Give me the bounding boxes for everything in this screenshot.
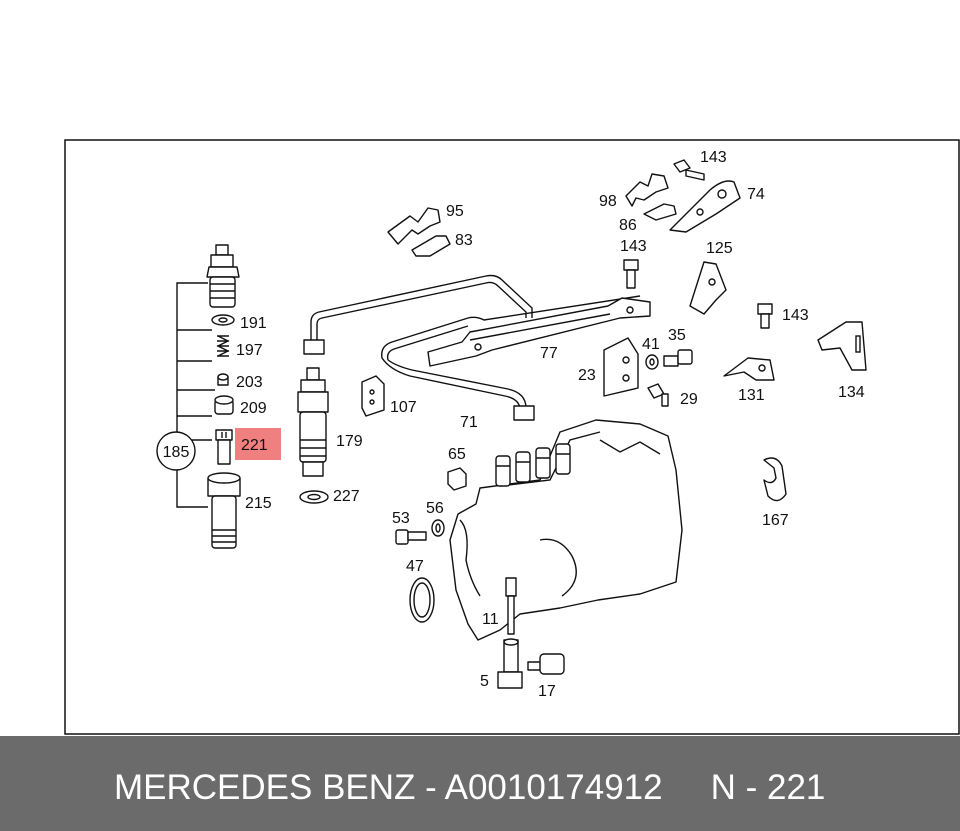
- nut-215-part[interactable]: [207, 472, 241, 549]
- part-label-143b[interactable]: 143: [620, 238, 647, 255]
- block-65-part[interactable]: [447, 467, 467, 491]
- bolt-17-part[interactable]: [527, 653, 565, 675]
- part-label-143a[interactable]: 143: [700, 149, 727, 166]
- part-label-35[interactable]: 35: [668, 327, 686, 344]
- part-label-29[interactable]: 29: [680, 391, 698, 408]
- washer-227-part[interactable]: [299, 490, 329, 504]
- part-label-56[interactable]: 56: [426, 500, 444, 517]
- part-label-65[interactable]: 65: [448, 446, 466, 463]
- part-label-95[interactable]: 95: [446, 203, 464, 220]
- ring-56-part[interactable]: [431, 519, 445, 537]
- part-label-98[interactable]: 98: [599, 193, 617, 210]
- part-label-107[interactable]: 107: [390, 399, 417, 416]
- group-bracket-185: [156, 282, 215, 508]
- nozzle-221-part[interactable]: [215, 429, 233, 465]
- bracket-125-part[interactable]: [689, 261, 727, 315]
- part-label-203[interactable]: 203: [236, 374, 263, 391]
- part-labels: 143 98 74 86 95 83 143 125 191 197 203 209 221 215 77 4…: [236, 149, 865, 700]
- washer-41-part[interactable]: [645, 354, 659, 370]
- clip-107-part[interactable]: [361, 375, 385, 417]
- part-label-11[interactable]: 11: [482, 611, 499, 628]
- bolt-53-part[interactable]: [395, 529, 427, 545]
- fuel-line-part[interactable]: [303, 274, 641, 421]
- part-label-5[interactable]: 5: [480, 673, 489, 690]
- injector-179-part[interactable]: [297, 367, 329, 477]
- part-label-23[interactable]: 23: [578, 367, 596, 384]
- o-ring-47-part[interactable]: [409, 577, 435, 623]
- part-label-221[interactable]: 221: [241, 437, 268, 454]
- bracket-134-part[interactable]: [817, 321, 867, 371]
- spring-197-part[interactable]: [216, 335, 230, 357]
- injection-pump-part[interactable]: [449, 419, 683, 641]
- part-label-143c[interactable]: 143: [782, 307, 809, 324]
- bolt-29-part[interactable]: [647, 383, 669, 407]
- diagram-frame: [64, 139, 960, 735]
- group-label-185: 185: [163, 444, 190, 461]
- part-label-134[interactable]: 134: [838, 384, 865, 401]
- pin-203-part[interactable]: [217, 373, 229, 386]
- lever-5-part[interactable]: [497, 638, 523, 689]
- part-label-215[interactable]: 215: [245, 495, 272, 512]
- footer-caption: MERCEDES BENZ - A0010174912 N - 221: [114, 767, 825, 809]
- part-label-209[interactable]: 209: [240, 400, 267, 417]
- footer-brand-part-number: MERCEDES BENZ - A0010174912: [114, 768, 663, 807]
- footer-bar: [0, 736, 960, 831]
- plate-23-part[interactable]: [603, 337, 639, 397]
- part-label-179[interactable]: 179: [336, 433, 363, 450]
- injector-holder-part[interactable]: [206, 244, 240, 308]
- part-label-131[interactable]: 131: [738, 387, 765, 404]
- highlight-box-221: [235, 428, 281, 460]
- bracket-131-part[interactable]: [723, 357, 775, 381]
- part-label-83[interactable]: 83: [455, 232, 473, 249]
- bolt-143-right-part[interactable]: [757, 303, 773, 329]
- clamp-167-part[interactable]: [763, 457, 787, 502]
- part-label-125[interactable]: 125: [706, 240, 733, 257]
- part-label-197[interactable]: 197: [236, 342, 263, 359]
- part-label-53[interactable]: 53: [392, 510, 410, 527]
- part-label-41[interactable]: 41: [642, 336, 660, 353]
- bracket-74-part[interactable]: [669, 180, 741, 233]
- part-label-86[interactable]: 86: [619, 217, 637, 234]
- part-label-227[interactable]: 227: [333, 488, 360, 505]
- bolt-143-top-part[interactable]: [673, 159, 705, 181]
- bolt-143-mid-part[interactable]: [623, 259, 639, 289]
- clip-95-part[interactable]: [387, 207, 451, 257]
- part-label-167[interactable]: 167: [762, 512, 789, 529]
- clip-98-part[interactable]: [625, 173, 677, 221]
- bolt-35-part[interactable]: [663, 349, 693, 367]
- pin-11-part[interactable]: [505, 577, 517, 635]
- part-label-191[interactable]: 191: [240, 315, 267, 332]
- disc-209-part[interactable]: [214, 395, 234, 415]
- part-label-74[interactable]: 74: [747, 186, 765, 203]
- washer-191-part[interactable]: [211, 314, 235, 326]
- part-label-17[interactable]: 17: [538, 683, 556, 700]
- part-label-71[interactable]: 71: [460, 414, 478, 431]
- footer-reference: N - 221: [710, 768, 826, 807]
- part-label-47[interactable]: 47: [406, 558, 424, 575]
- bracket-77-part[interactable]: [427, 297, 651, 367]
- part-label-77[interactable]: 77: [540, 345, 558, 362]
